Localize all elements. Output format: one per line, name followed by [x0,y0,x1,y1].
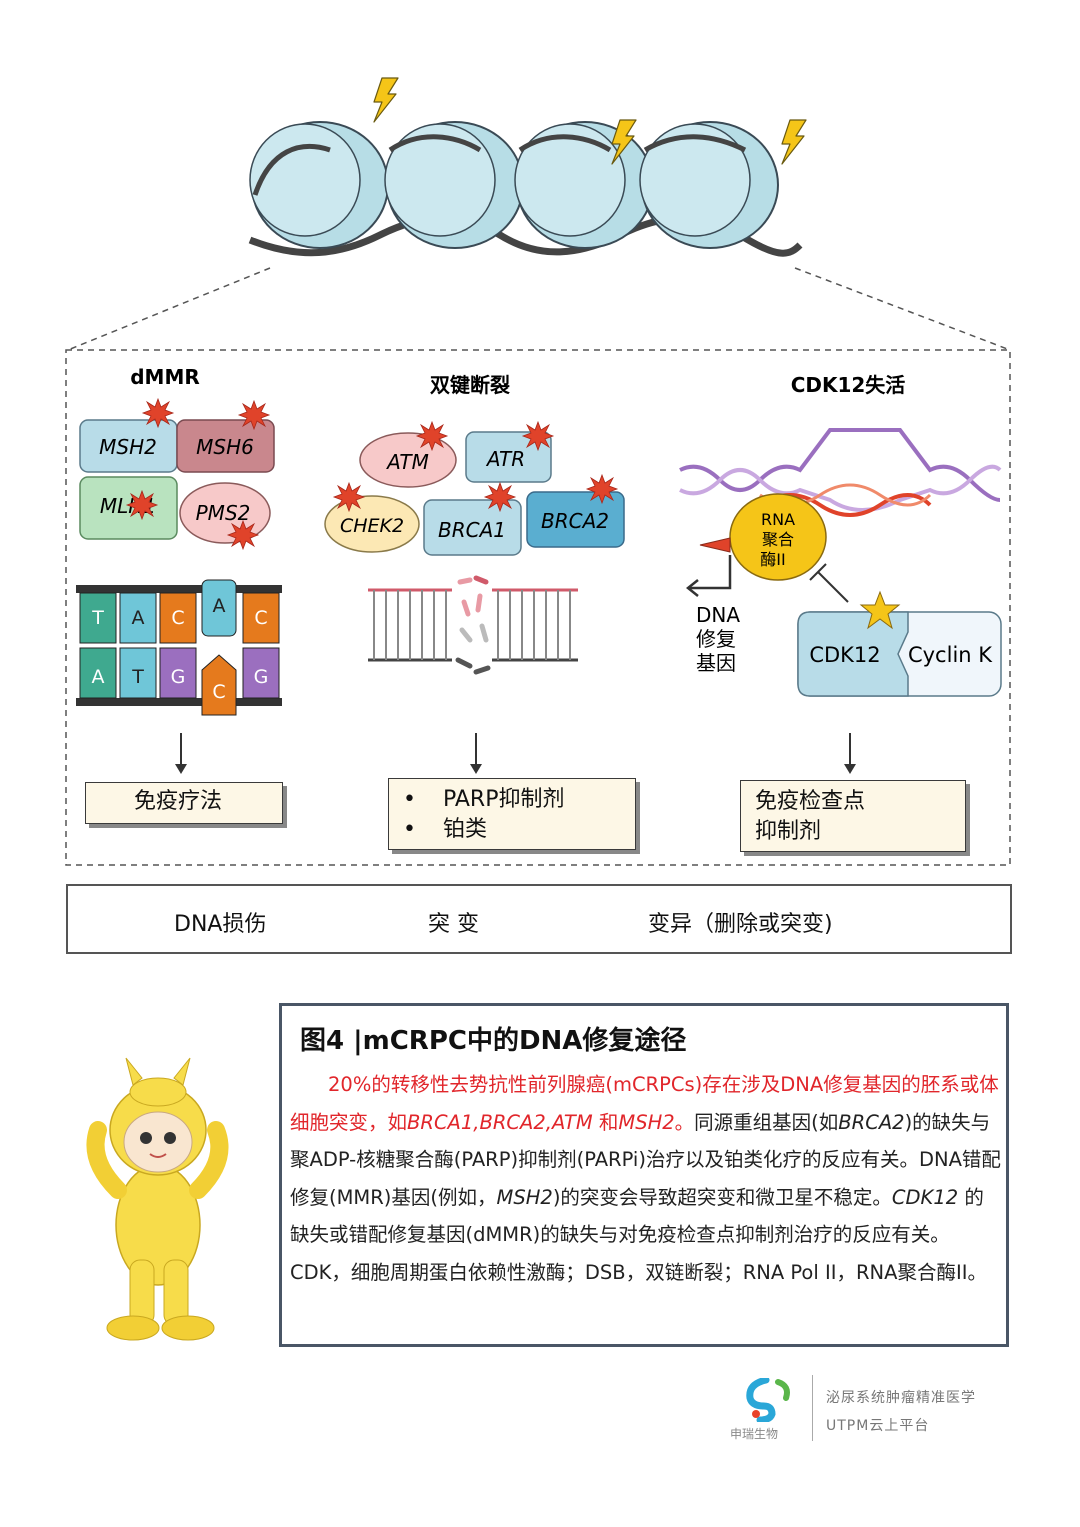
svg-text:基因: 基因 [696,651,736,675]
svg-text:酶II: 酶II [760,550,785,569]
protein-mlh1 [79,476,178,540]
svg-text:MSH6: MSH6 [196,435,254,459]
footer-line1: 泌尿系统肿瘤精准医学 [826,1390,976,1406]
legend-alteration: 变异（删除或突变) [648,912,833,937]
svg-text:ATR: ATR [485,447,525,471]
svg-text:PMS2: PMS2 [196,501,251,525]
panel-title-dmmr: dMMR [130,365,200,389]
svg-text:CHEK2: CHEK2 [340,515,404,537]
alteration-burst-icon [142,398,174,428]
svg-text:C: C [212,681,225,703]
footer-brand: 申瑞生物 [730,1427,779,1441]
caption-box: 图4 |mCRPC中的DNA修复途径 20%的转移性去势抗性前列腺癌(mCRPC… [279,1003,1009,1347]
alteration-burst-icon [126,490,158,520]
svg-text:修复: 修复 [696,627,736,651]
svg-text:G: G [171,666,186,688]
footer-line2: UTPM云上平台 [826,1418,930,1434]
alteration-burst-icon [484,482,516,512]
legend-dna-damage: DNA损伤 [174,912,267,937]
svg-text:T: T [131,666,144,688]
alteration-burst-icon [238,400,270,430]
panel-title-dsb: 双键断裂 [430,373,510,397]
alteration-burst-icon [333,482,365,512]
protein-brca1 [423,499,522,556]
outcome-cdk12: 免疫检查点 抑制剂 [740,780,966,852]
dna-damage-bolt-icon [373,77,399,123]
svg-text:ATM: ATM [385,450,429,474]
rna-polymerase [729,493,827,581]
cdk12-protein [797,611,909,697]
svg-text:CDK12: CDK12 [809,643,880,667]
svg-text:C: C [171,607,184,629]
alteration-burst-icon [586,474,618,504]
alteration-burst-icon [416,421,448,451]
panel-title-cdk12: CDK12失活 [791,373,906,397]
svg-text:C: C [254,607,267,629]
zoom-frame [65,349,1011,866]
alteration-burst-icon [522,421,554,451]
svg-text:A: A [213,595,226,617]
caption-title: 图4 |mCRPC中的DNA修复途径 [300,1026,687,1056]
dna-damage-bolt-icon [781,119,807,165]
legend: DNA损伤 突 变 变异（删除或突变) [66,884,1012,954]
svg-text:MSH2: MSH2 [99,435,157,459]
panel-cdk12: CDK12失活 RNA 聚合 酶II DNA 修复 基因 CDK12 Cycli… [679,373,1002,774]
svg-text:聚合: 聚合 [762,530,794,549]
shenrui-logo-icon [746,1378,790,1422]
nucleosome [384,121,524,249]
caption-body: 20%的转移性去势抗性前列腺癌(mCRPCs)存在涉及DNA修复基因的胚系或体细… [290,1073,1001,1284]
panel-dsb: 双键断裂 ATM ATR CHEK2 BRCA1 BRCA2 [324,373,625,774]
svg-text:RNA: RNA [761,510,795,529]
svg-text:G: G [254,666,269,688]
mutation-star-icon [859,590,901,630]
svg-text:T: T [91,607,104,629]
alteration-burst-icon [227,520,259,550]
svg-text:A: A [92,666,105,688]
svg-text:BRCA2: BRCA2 [541,509,609,533]
dna-repair-diagram: dMMR MSH2 MSH6 MLH1 PMS2 T A C A C [65,77,1011,940]
nucleosome [639,121,779,249]
outcome-dsb: PARP抑制剂 铂类 [388,778,636,850]
mascot-illustration [86,1057,229,1341]
protein-brca2 [526,491,625,548]
chromatin [248,77,807,257]
panel-dmmr: dMMR MSH2 MSH6 MLH1 PMS2 T A C A C [76,365,282,774]
svg-text:DNA: DNA [696,603,740,627]
protein-msh6 [176,419,275,473]
outcome-dmmr: 免疫疗法 [85,782,283,824]
nucleosome [249,121,389,249]
legend-mutation: 突 变 [428,912,479,937]
svg-text:A: A [132,607,145,629]
svg-text:Cyclin K: Cyclin K [908,643,993,667]
svg-text:BRCA1: BRCA1 [438,518,506,542]
